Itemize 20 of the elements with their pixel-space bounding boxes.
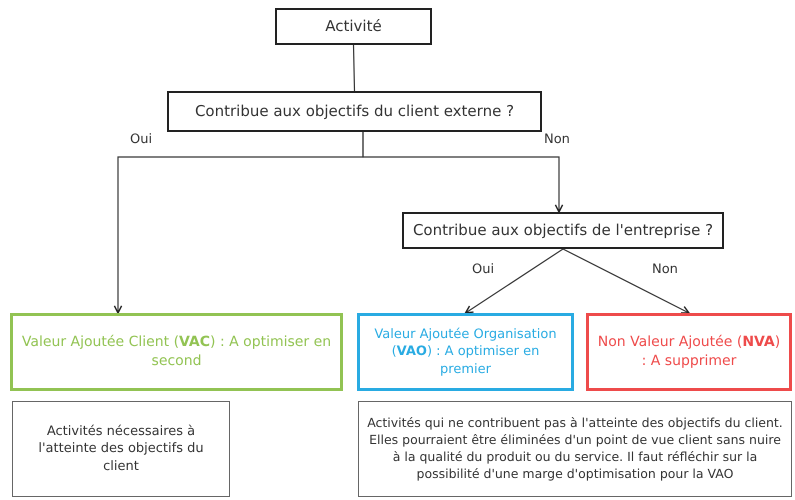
category-box xyxy=(586,313,792,391)
description-box xyxy=(12,401,230,497)
question-box xyxy=(402,212,724,249)
description-box xyxy=(358,401,792,497)
box-text: Valeur Ajoutée Client (VAC) : A optimiser en second xyxy=(20,333,332,371)
category-box xyxy=(357,313,574,391)
arrow xyxy=(464,248,564,314)
box-text: Activités qui ne contribuent pas à l'atteinte des objectifs du client. Elles pourraient être éliminées d'un point de vue client sans nuire à la qualité du produit ou du service. Il faut réfléchir sur la possibilité d'une marge d'optimisation pour la VAO xyxy=(366,415,784,483)
box-text: Valeur Ajoutée Organisation (VAO) : A optimiser en premier xyxy=(373,326,558,378)
category-box xyxy=(10,313,343,391)
question-box xyxy=(167,91,542,132)
arrow xyxy=(362,132,564,213)
box-text: Non Valeur Ajoutée (NVA) : A supprimer xyxy=(596,333,782,371)
activity-box xyxy=(275,8,432,45)
connector-line xyxy=(352,44,356,92)
box-text: Contribue aux objectifs du client externe ? xyxy=(194,101,514,122)
arrow xyxy=(562,248,690,314)
box-text: Activité xyxy=(325,16,382,37)
box-text: Contribue aux objectifs de l'entreprise ? xyxy=(412,220,714,241)
box-text: Activités nécessaires à l'atteinte des objectifs du client xyxy=(37,422,205,476)
